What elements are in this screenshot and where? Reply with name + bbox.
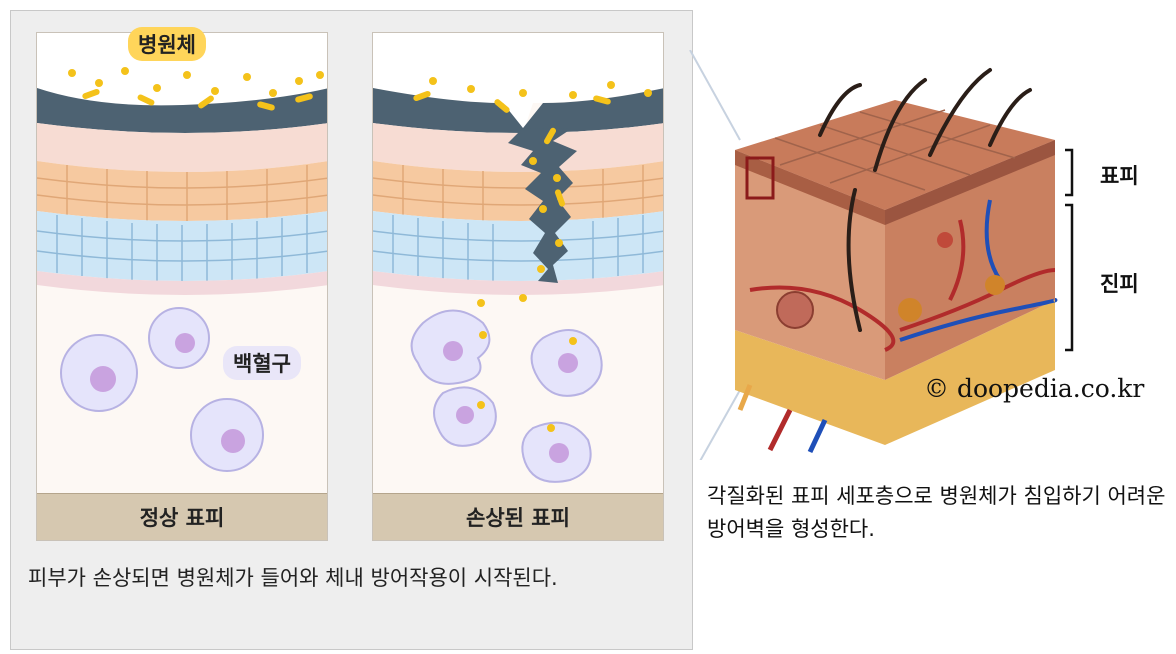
wbc-tag: 백혈구 bbox=[223, 346, 301, 380]
copyright-text: © doopedia.co.kr bbox=[924, 374, 1144, 403]
damaged-epidermis-caption: 손상된 표피 bbox=[373, 493, 663, 540]
normal-skin-illustration bbox=[37, 33, 328, 496]
normal-epidermis-panel: 정상 표피 bbox=[36, 32, 328, 541]
normal-epidermis-caption: 정상 표피 bbox=[37, 493, 327, 540]
pathogen-tag: 병원체 bbox=[128, 27, 206, 61]
damaged-skin-illustration bbox=[373, 33, 664, 496]
left-description: 피부가 손상되면 병원체가 들어와 체내 방어작용이 시작된다. bbox=[28, 562, 668, 594]
epidermis-label: 표피 bbox=[1100, 160, 1139, 190]
right-description: 각질화된 표피 세포층으로 병원체가 침입하기 어려운 방어벽을 형성한다. bbox=[707, 480, 1167, 546]
dermis-label: 진피 bbox=[1100, 268, 1139, 298]
damaged-epidermis-panel: 손상된 표피 bbox=[372, 32, 664, 541]
